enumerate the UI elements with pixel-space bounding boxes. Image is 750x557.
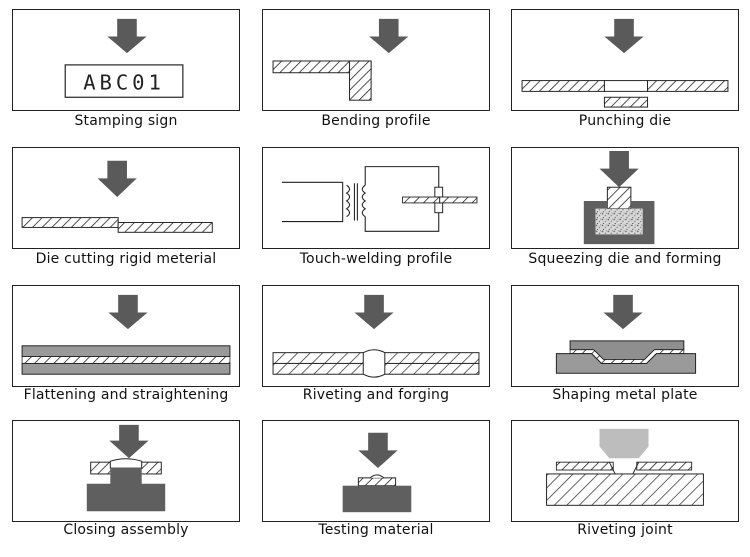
lower-die: [555, 353, 697, 374]
closing-pin: [109, 458, 143, 469]
rivet-punch: [599, 428, 649, 459]
panel-riveting-forging: [262, 285, 490, 387]
joint-dimple: [608, 461, 640, 475]
rivet: [362, 349, 386, 378]
base-die: [86, 468, 166, 512]
press-arrow-icon: [109, 424, 149, 459]
test-anvil: [342, 485, 412, 513]
panel-closing-assembly: [12, 420, 240, 522]
weld-sheet-left: [402, 196, 441, 204]
press-arrow-icon: [604, 18, 644, 54]
electrode-lower: [434, 202, 444, 214]
punched-slug: [603, 96, 649, 108]
sheet-upper: [21, 217, 119, 228]
container-die: [583, 200, 655, 245]
joint-sheet-left: [555, 461, 614, 471]
bent-profile-vertical: [349, 60, 372, 101]
secondary-coil: [361, 184, 367, 218]
sheet-left: [521, 80, 605, 92]
press-arrow-icon: [599, 150, 639, 188]
stamp-plate: [64, 64, 184, 98]
punch-hole: [603, 80, 649, 92]
weld-sheet-right: [439, 196, 478, 204]
test-specimen: [357, 477, 397, 487]
joint-base: [546, 473, 704, 506]
stamp-text: ABC01: [83, 70, 165, 94]
primary-coil: [345, 184, 351, 218]
caption-flattening: Flattening and straightening: [23, 387, 229, 403]
secondary-wire: [364, 166, 440, 192]
sheet-right: [647, 80, 729, 92]
flattened-sheet: [21, 356, 231, 364]
panel-stamping-sign: ABC01: [12, 9, 240, 111]
panel-shaping-plate: [511, 285, 739, 387]
caption-die-cutting: Die cutting rigid meterial: [35, 251, 217, 267]
panel-testing-material: [262, 420, 490, 522]
press-arrow-icon: [603, 294, 643, 330]
caption-testing-material: Testing material: [318, 522, 434, 538]
caption-closing-assembly: Closing assembly: [63, 522, 189, 538]
panel-touch-welding: [262, 147, 490, 249]
primary-wire: [281, 181, 344, 223]
caption-stamping-sign: Stamping sign: [74, 113, 178, 129]
caption-touch-welding: Touch-welding profile: [299, 251, 453, 267]
panel-riveting-joint: [511, 420, 739, 522]
squeezed-billet: [595, 208, 643, 235]
press-arrow-icon: [108, 294, 148, 330]
caption-punching-die: Punching die: [578, 113, 672, 129]
specimen-bump: [369, 474, 385, 479]
panel-bending-profile: [262, 9, 490, 111]
press-arrow-icon: [369, 18, 409, 54]
lower-plate: [21, 362, 231, 375]
caption-shaping-plate: Shaping metal plate: [552, 387, 698, 403]
panel-punching-die: [511, 9, 739, 111]
caption-squeezing-die: Squeezing die and forming: [528, 251, 722, 267]
caption-riveting-forging: Riveting and forging: [302, 387, 450, 403]
punch-rod: [606, 186, 632, 210]
upper-plate: [21, 345, 231, 358]
press-arrow-icon: [354, 294, 394, 330]
joint-sheet-right: [636, 461, 693, 471]
flange-left: [90, 461, 113, 475]
press-arrow-icon: [107, 18, 147, 54]
sheet-lower: [117, 222, 213, 233]
caption-bending-profile: Bending profile: [321, 113, 431, 129]
press-arrow-icon: [358, 432, 398, 469]
electrode-upper: [434, 186, 444, 198]
panel-squeezing-die: [511, 147, 739, 249]
press-arrow-icon: [97, 160, 137, 198]
caption-riveting-joint: Riveting joint: [577, 522, 673, 538]
panel-flattening: [12, 285, 240, 387]
flange-right: [139, 461, 162, 475]
panel-die-cutting: [12, 147, 240, 249]
